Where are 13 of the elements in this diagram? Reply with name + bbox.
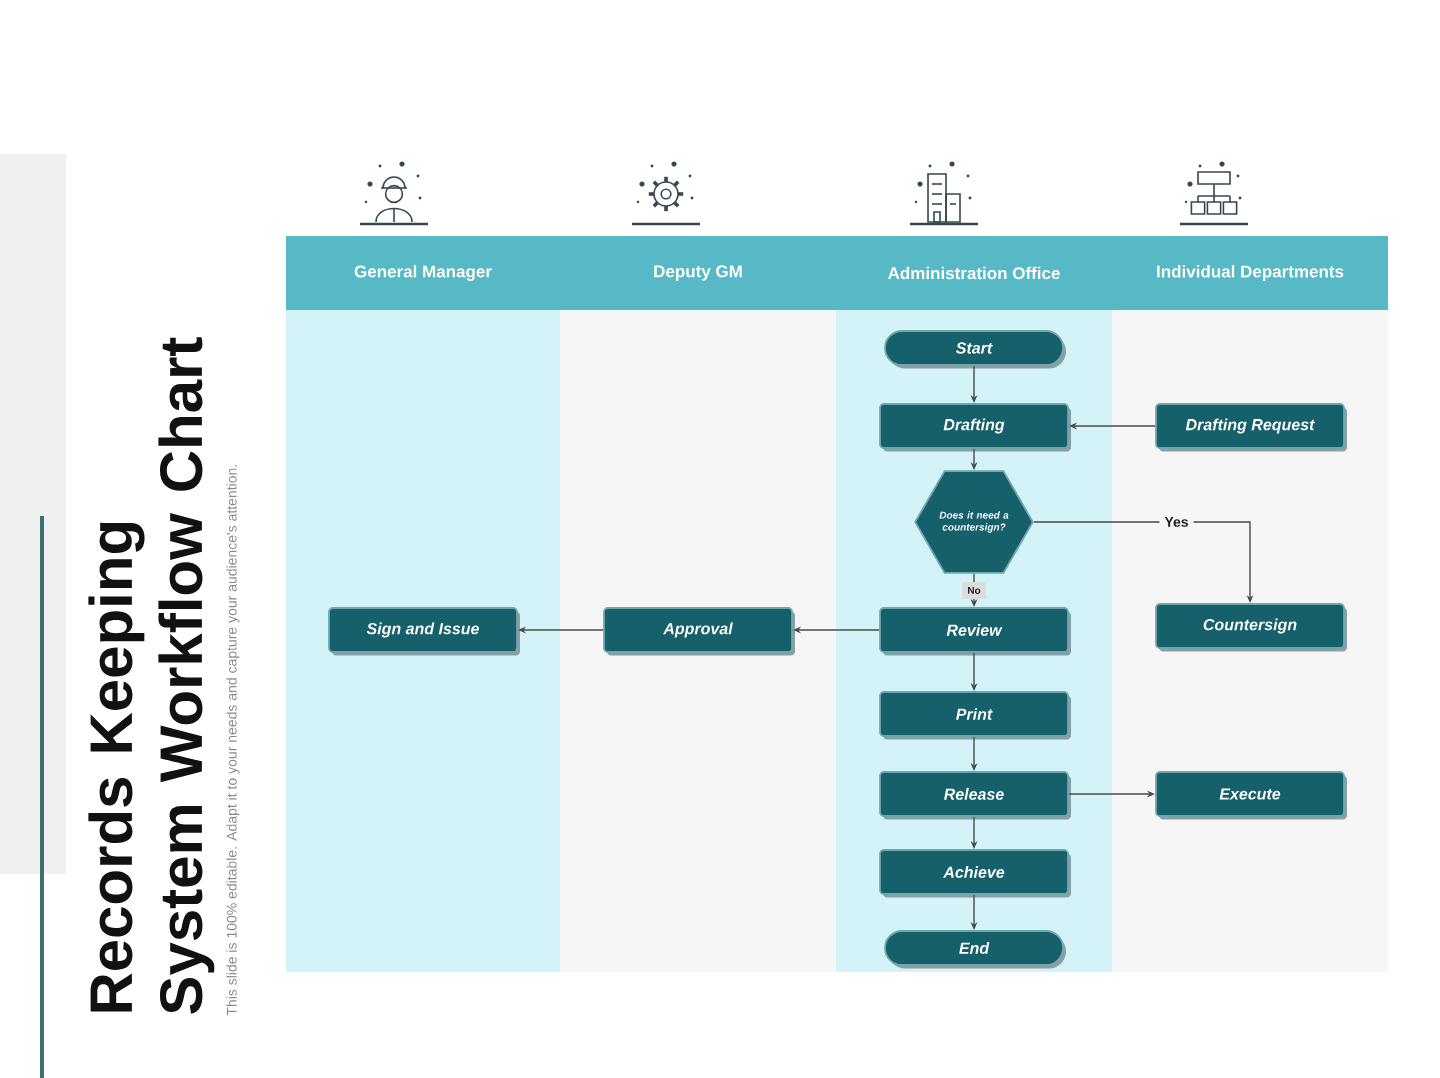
- process-box: Execute: [1155, 771, 1347, 820]
- title: Records Keeping System Workflow Chart: [88, 337, 215, 1014]
- process-box: Approval: [603, 607, 795, 656]
- process-box: Achieve: [879, 849, 1071, 898]
- process-box: Drafting Request: [1155, 403, 1347, 452]
- process-box: Drafting: [879, 403, 1071, 452]
- process-box: Sign and Issue: [328, 607, 520, 656]
- process-box: Review: [879, 607, 1071, 656]
- process-box: Release: [879, 771, 1071, 820]
- terminal-pill: End: [884, 930, 1066, 969]
- terminal-pill: Start: [884, 330, 1066, 369]
- process-box: Countersign: [1155, 603, 1347, 652]
- process-box: Print: [879, 691, 1071, 740]
